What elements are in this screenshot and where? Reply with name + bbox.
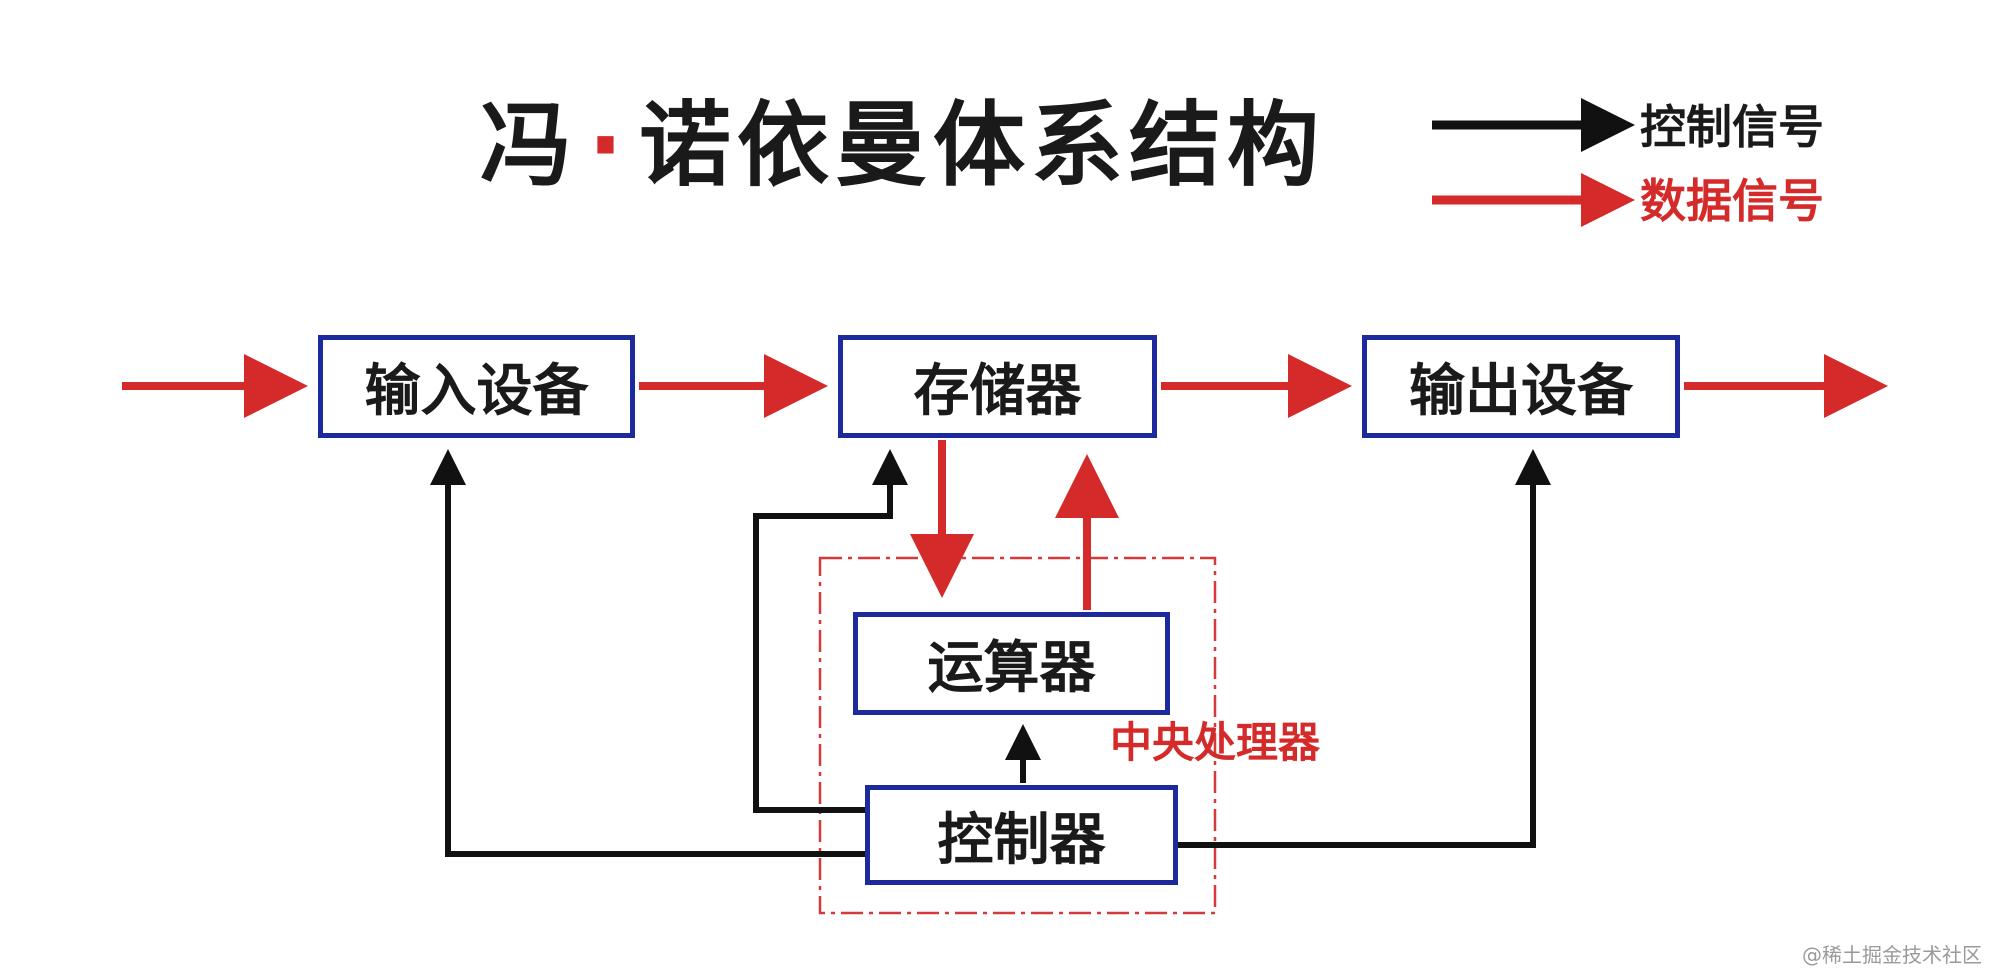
legend-data-label: 数据信号 <box>1640 174 1824 228</box>
input-device-box: 输入设备 <box>318 335 635 438</box>
cpu-label: 中央处理器 <box>1110 718 1321 767</box>
controller-box: 控制器 <box>865 785 1178 885</box>
control-line-to-output <box>1178 449 1551 848</box>
alu-box: 运算器 <box>853 612 1170 715</box>
diagram-title: 冯·诺依曼体系结构 <box>480 100 1325 192</box>
control-line-to-input <box>430 449 865 857</box>
watermark: @稀土掘金技术社区 <box>1802 943 1982 967</box>
control-line-to-memory <box>753 449 908 813</box>
memory-box: 存储器 <box>838 335 1157 438</box>
title-dot: · <box>588 92 629 199</box>
cpu-boundary <box>818 556 1217 915</box>
output-device-box: 输出设备 <box>1362 335 1680 438</box>
legend-control-label: 控制信号 <box>1640 100 1824 154</box>
title-part-2: 诺依曼体系结构 <box>638 92 1325 199</box>
title-part-1: 冯 <box>480 92 579 199</box>
